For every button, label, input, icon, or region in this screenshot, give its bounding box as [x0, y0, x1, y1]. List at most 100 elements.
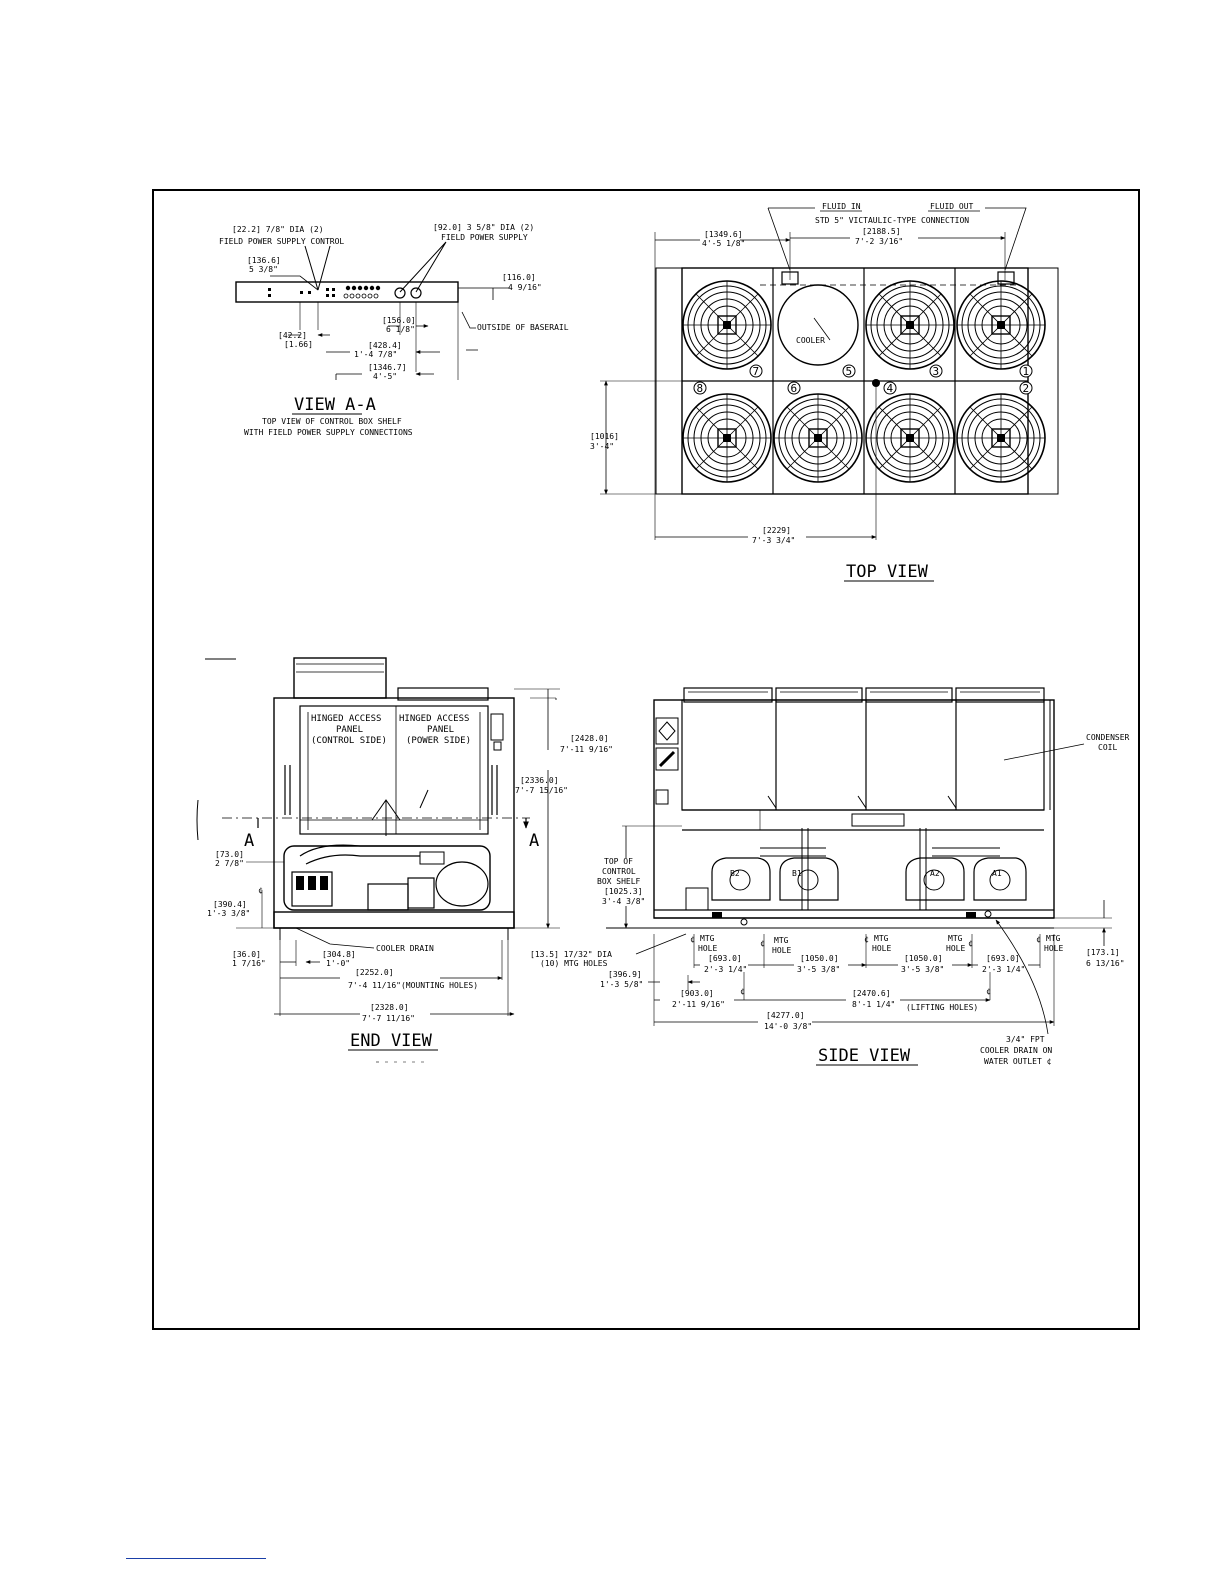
section-mark-right: A — [529, 831, 539, 851]
top-view-dim-1-mm: [1349.6] — [704, 230, 743, 239]
view-a-a-subtitle-2: WITH FIELD POWER SUPPLY CONNECTIONS — [244, 428, 413, 437]
view-a-a-dim-3-in: 6 1/8" — [386, 325, 415, 334]
side-view: B2 B1 A2 A1 CONDENSER COIL TOP OF CONTRO… — [530, 687, 1130, 1066]
side-view-dim-4-in: 2'-3 1/4" — [982, 965, 1025, 974]
top-view-dim-2-mm: [2188.5] — [862, 227, 901, 236]
side-view-title: SIDE VIEW — [818, 1046, 911, 1066]
condenser-coil-label-1: CONDENSER — [1086, 733, 1130, 742]
top-view-dim-3-in: 3'-4" — [590, 442, 614, 451]
side-view-dim-8-mm: [2470.6] — [852, 989, 891, 998]
shelf-dim-in: 3'-4 3/8" — [602, 897, 645, 906]
view-a-a-dim-6-mm: [1346.7] — [368, 363, 407, 372]
hinged-panel-control-label-3: (CONTROL SIDE) — [311, 736, 387, 746]
hinged-panel-power-label-1: HINGED ACCESS — [399, 714, 469, 724]
shelf-label-2: CONTROL — [602, 867, 636, 876]
compressor-b2-label: B2 — [730, 869, 740, 878]
compressor-a2 — [905, 857, 965, 901]
view-a-a: [22.2] 7/8" DIA (2) FIELD POWER SUPPLY C… — [219, 223, 569, 437]
compressor-a2-label: A2 — [930, 869, 940, 878]
top-view-dim-4-mm: [2229] — [762, 526, 791, 535]
side-view-dim-2-mm: [1050.0] — [800, 954, 839, 963]
top-view-dim-4-in: 7'-3 3/4" — [752, 536, 795, 545]
lifting-holes-label: (LIFTING HOLES) — [906, 1003, 978, 1012]
centerline-mark: ¢ — [740, 987, 745, 996]
mtg-hole-2-label-1: MTG — [774, 936, 789, 945]
top-view-dim-3-mm: [1016] — [590, 432, 619, 441]
shelf-label-3: BOX SHELF — [597, 877, 641, 886]
mtg-hole-4-label-1: MTG — [948, 934, 963, 943]
end-view-dim-2-in: 1'-3 3/8" — [207, 909, 250, 918]
centerline-mark: ¢ — [968, 939, 973, 948]
view-a-a-dim-6-in: 4'-5" — [373, 372, 397, 381]
end-view-dim-5-in: 7'-4 11/16"(MOUNTING HOLES) — [348, 981, 478, 990]
view-a-a-title: VIEW A-A — [294, 395, 376, 415]
mtg-hole-2-label-2: HOLE — [772, 946, 791, 955]
side-view-dim-4-mm: [693.0] — [986, 954, 1020, 963]
fan-number-3: 3 — [933, 365, 940, 378]
centerline-left-mark: ¢ — [258, 886, 263, 895]
side-view-dim-7-mm: [903.0] — [680, 989, 714, 998]
condenser-fan-7 — [682, 280, 772, 370]
end-view-dim-6-in: 7'-7 11/16" — [362, 1014, 415, 1023]
mtg-hole-3-label-1: MTG — [874, 934, 889, 943]
victaulic-connection-label: STD 5" VICTAULIC-TYPE CONNECTION — [815, 216, 969, 225]
view-a-a-callout-control-label: FIELD POWER SUPPLY CONTROL — [219, 237, 344, 246]
end-view: HINGED ACCESS PANEL (CONTROL SIDE) HINGE… — [196, 657, 613, 1063]
centerline-mark: ¢ — [986, 987, 991, 996]
condenser-coil — [681, 699, 1045, 811]
view-a-a-dim-4-in: [1.66] — [284, 340, 313, 349]
end-view-dim-4-in: 1'-0" — [326, 959, 350, 968]
view-a-a-dim-2-mm: [116.0] — [502, 273, 536, 282]
view-a-a-dim-1-mm: [136.6] — [247, 256, 281, 265]
compressor-a1-label: A1 — [992, 869, 1002, 878]
condenser-fan-1 — [956, 280, 1046, 370]
side-view-dim-8-in: 8'-1 1/4" — [852, 1000, 895, 1009]
end-view-height-2-in: 7'-7 15/16" — [515, 786, 568, 795]
drawing-frame — [152, 189, 1140, 1330]
end-view-height-2-mm: [2336.0] — [520, 776, 559, 785]
hinged-panel-power-label-2: PANEL — [427, 725, 454, 735]
shelf-label-1: TOP OF — [604, 857, 633, 866]
centerline-mark: ¢ — [864, 935, 869, 944]
side-view-dim-3-in: 3'-5 3/8" — [901, 965, 944, 974]
fan-number-7: 7 — [753, 365, 760, 378]
end-view-dim-1-mm: [73.0] — [215, 850, 244, 859]
side-view-dim-6-in: 1'-3 5/8" — [600, 980, 643, 989]
view-a-a-dim-1-in: 5 3/8" — [249, 265, 278, 274]
condenser-fan-8 — [682, 393, 772, 483]
end-view-dim-5-mm: [2252.0] — [355, 968, 394, 977]
end-view-height-1-mm: [2428.0] — [570, 734, 609, 743]
end-view-dim-2-mm: [390.4] — [213, 900, 247, 909]
view-a-a-dim-5-mm: [428.4] — [368, 341, 402, 350]
side-view-dim-1-mm: [693.0] — [708, 954, 742, 963]
compressor-b1-label: B1 — [792, 869, 802, 878]
control-box-shelf — [235, 281, 459, 303]
unit-end-outline — [273, 697, 515, 929]
condenser-fan-3 — [865, 280, 955, 370]
side-view-overall-mm: [4277.0] — [766, 1011, 805, 1020]
top-view: FLUID IN FLUID OUT STD 5" VICTAULIC-TYPE… — [590, 202, 1059, 582]
end-view-dim-6-mm: [2328.0] — [370, 1003, 409, 1012]
top-view-dim-1-in: 4'-5 1/8" — [702, 239, 745, 248]
cooler — [777, 284, 859, 366]
end-view-title: END VIEW — [350, 1031, 433, 1051]
view-a-a-dim-4-mm: [42.2] — [278, 331, 307, 340]
unit-side-outline — [653, 699, 1055, 919]
view-a-a-dim-2-in: 4 9/16" — [508, 283, 542, 292]
fan-number-6: 6 — [791, 382, 798, 395]
top-view-dim-2-in: 7'-2 3/16" — [855, 237, 903, 246]
drain-note-3: WATER OUTLET ¢ — [984, 1057, 1052, 1066]
side-view-dim-6-mm: [396.9] — [608, 970, 642, 979]
side-view-dim-2-in: 3'-5 3/8" — [797, 965, 840, 974]
end-view-dim-3-mm: [36.0] — [232, 950, 261, 959]
mtg-hole-1-label-1: MTG — [700, 934, 715, 943]
fan-number-2: 2 — [1023, 382, 1030, 395]
end-view-dim-1-in: 2 7/8" — [215, 859, 244, 868]
mtg-hole-4-label-2: HOLE — [946, 944, 965, 953]
fan-number-4: 4 — [887, 382, 894, 395]
side-view-dim-3-mm: [1050.0] — [904, 954, 943, 963]
view-a-a-callout-control-dia: [22.2] 7/8" DIA (2) — [232, 225, 324, 234]
fan-number-8: 8 — [697, 382, 704, 395]
end-view-dim-4-mm: [304.8] — [322, 950, 356, 959]
